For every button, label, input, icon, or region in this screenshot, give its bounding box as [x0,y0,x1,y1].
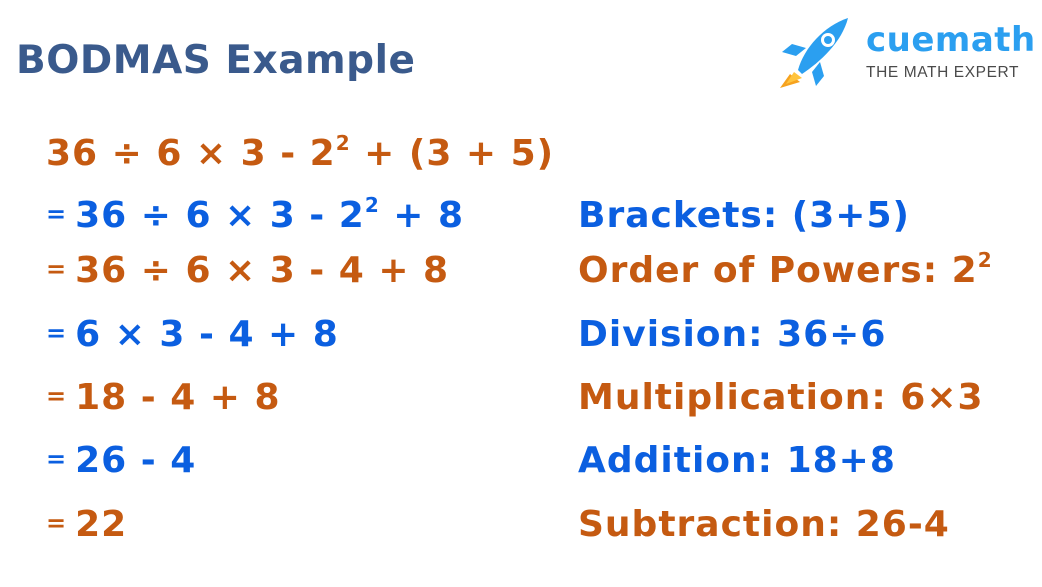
cuemath-logo: cuemath THE MATH EXPERT [776,12,1036,92]
original-expression: 36 ÷ 6 × 3 - 22 + (3 + 5) [46,131,555,174]
page-title: BODMAS Example [16,38,416,83]
rocket-icon [780,18,848,88]
step-1: =36 ÷ 6 × 3 - 22 + 8 [46,193,465,236]
step-4: =18 - 4 + 8 [46,377,281,418]
brand-tagline: THE MATH EXPERT [866,64,1020,81]
rule-multiplication: Multiplication: 6×3 [578,377,984,418]
rule-order-of-powers: Order of Powers: 22 [578,248,993,291]
rule-division: Division: 36÷6 [578,314,887,355]
rule-brackets: Brackets: (3+5) [578,195,910,236]
brand-name: cuemath [866,20,1036,60]
step-2: =36 ÷ 6 × 3 - 4 + 8 [46,250,450,291]
step-5: =26 - 4 [46,440,197,481]
step-3: =6 × 3 - 4 + 8 [46,314,339,355]
rule-subtraction: Subtraction: 26-4 [578,504,950,545]
rule-addition: Addition: 18+8 [578,440,896,481]
step-6: =22 [46,504,128,545]
